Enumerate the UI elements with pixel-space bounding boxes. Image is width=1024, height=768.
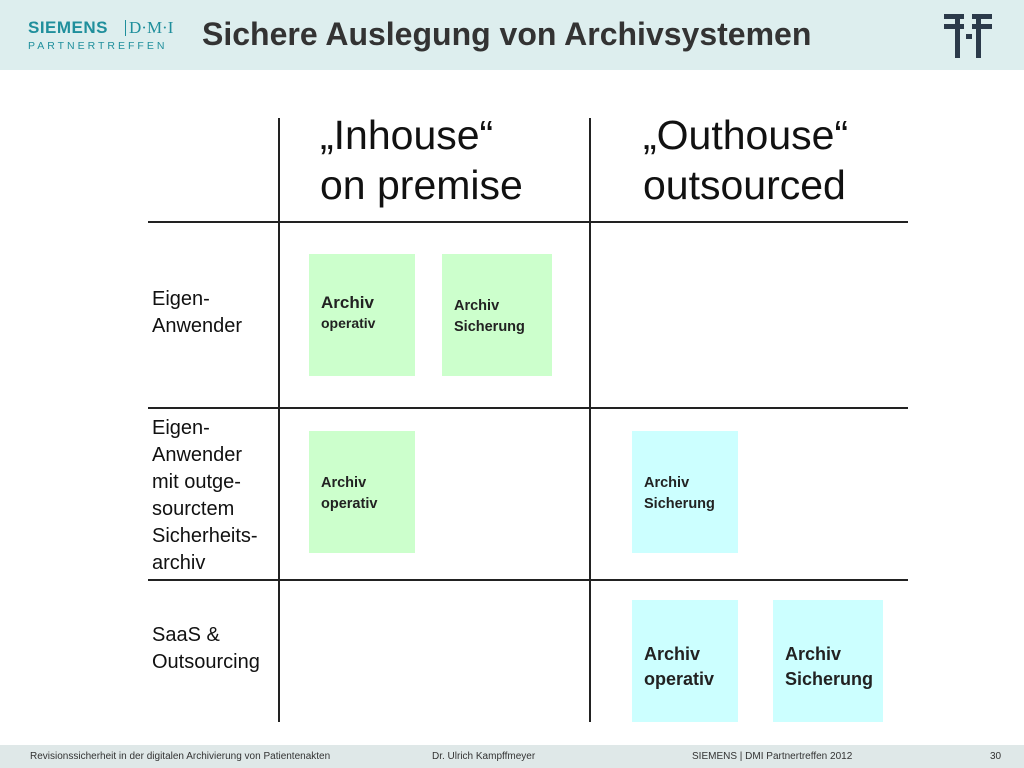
grid-line-horizontal-2: [148, 407, 908, 409]
footer-bar: Revisionssicherheit in der digitalen Arc…: [0, 745, 1024, 768]
row-label-eigen-anwender: Eigen- Anwender: [152, 286, 242, 340]
box-label: Archiv Sicherung: [454, 296, 525, 338]
column-heading-inhouse-line2: on premise: [320, 162, 523, 208]
box-label-line: Archiv: [644, 475, 690, 491]
row-label-saas-outsourcing: SaaS & Outsourcing: [152, 622, 260, 676]
row-label-line: sourctem: [152, 498, 235, 520]
box-label-line: Sicherung: [785, 669, 874, 689]
box-archiv-operativ-outhouse-row3: Archiv operativ: [632, 600, 738, 722]
row-label-line: archiv: [152, 552, 206, 574]
box-label: Archiv operativ: [644, 642, 714, 692]
box-label: Archiv operativ: [321, 292, 375, 334]
box-archiv-sicherung-outhouse-row2: Archiv Sicherung: [632, 431, 738, 553]
box-archiv-sicherung-inhouse-row1: Archiv Sicherung: [442, 254, 552, 376]
footer-page-number: 30: [990, 751, 1002, 762]
column-heading-outhouse-line1: „Outhouse“: [643, 112, 849, 158]
box-label-line: Sicherung: [644, 496, 715, 512]
box-label: Archiv operativ: [321, 473, 377, 515]
box-label-line: operativ: [644, 669, 715, 689]
column-heading-outhouse: „Outhouse“ outsourced: [643, 110, 848, 210]
box-archiv-sicherung-outhouse-row3: Archiv Sicherung: [773, 600, 883, 722]
row-label-line: Sicherheits-: [152, 525, 258, 547]
row-label-line: Eigen-: [152, 417, 210, 439]
box-label-line: Archiv: [321, 293, 374, 312]
logo-partner-text: PARTNERTREFFEN: [28, 40, 168, 52]
box-label-line: Archiv: [454, 298, 500, 314]
row-label-eigen-anwender-outsourced: Eigen- Anwender mit outge- sourctem Sich…: [152, 415, 258, 577]
siemens-dmi-logo: SIEMENS D·M·I PARTNERTREFFEN: [28, 18, 173, 56]
box-label-line: operativ: [321, 315, 376, 331]
header-bar: SIEMENS D·M·I PARTNERTREFFEN Sichere Aus…: [0, 0, 1024, 70]
box-label: Archiv Sicherung: [644, 473, 715, 515]
box-archiv-operativ-inhouse-row2: Archiv operativ: [309, 431, 415, 553]
footer-presentation-title: Revisionssicherheit in der digitalen Arc…: [30, 751, 331, 762]
box-label-line: Archiv: [644, 644, 701, 664]
company-logo-icon: [944, 14, 992, 58]
row-label-line: Anwender: [152, 444, 243, 466]
grid-line-vertical-middle: [589, 118, 591, 722]
row-label-line: Outsourcing: [152, 651, 260, 673]
box-label-line: Archiv: [321, 475, 367, 491]
box-label-line: Archiv: [785, 644, 842, 664]
box-label: Archiv Sicherung: [785, 642, 873, 692]
page-title: Sichere Auslegung von Archivsystemen: [202, 16, 812, 52]
box-label-line: operativ: [321, 496, 378, 512]
logo-dmi-text: D·M·I: [129, 18, 174, 37]
column-heading-inhouse: „Inhouse“ on premise: [320, 110, 523, 210]
row-label-line: mit outge-: [152, 471, 241, 493]
row-label-line: Eigen-: [152, 288, 210, 310]
grid-line-horizontal-1: [148, 221, 908, 223]
box-label-line: Sicherung: [454, 319, 525, 335]
footer-event: SIEMENS | DMI Partnertreffen 2012: [692, 751, 853, 762]
grid-line-vertical-left: [278, 118, 280, 722]
box-archiv-operativ-inhouse-row1: Archiv operativ: [309, 254, 415, 376]
grid-line-horizontal-3: [148, 579, 908, 581]
footer-author: Dr. Ulrich Kampffmeyer: [432, 751, 536, 762]
row-label-line: Anwender: [152, 315, 243, 337]
logo-siemens-text: SIEMENS: [28, 18, 109, 37]
column-heading-outhouse-line2: outsourced: [643, 162, 846, 208]
column-heading-inhouse-line1: „Inhouse“: [320, 112, 494, 158]
row-label-line: SaaS &: [152, 624, 220, 646]
logo-separator: [125, 20, 126, 36]
